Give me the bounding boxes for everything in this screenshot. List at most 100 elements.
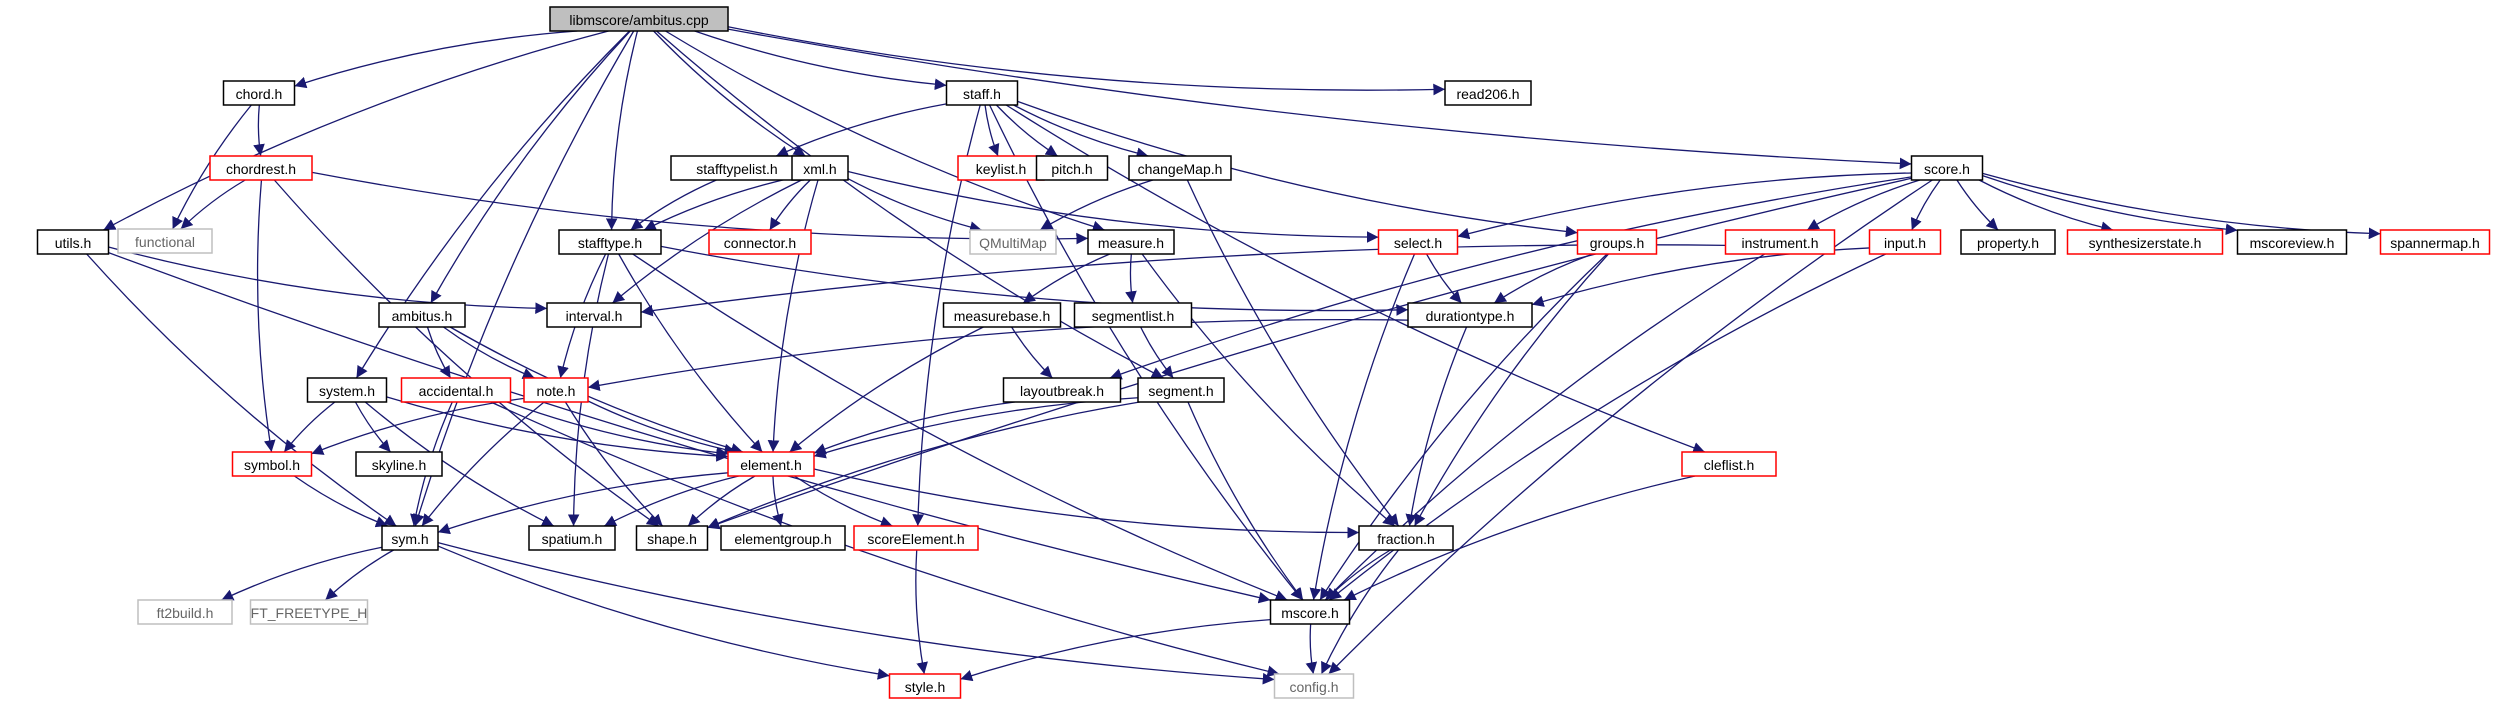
node-label: libmscore/ambitus.cpp (569, 12, 708, 28)
node-style-h[interactable]: style.h (888, 673, 962, 699)
edge-mscore-h-to-style-h (960, 618, 1271, 682)
node-connector-h[interactable]: connector.h (708, 229, 812, 255)
node-cleflist-h[interactable]: cleflist.h (1681, 451, 1777, 477)
node-input-h[interactable]: input.h (1868, 229, 1942, 255)
node-select-h[interactable]: select.h (1377, 229, 1459, 255)
node-box (209, 155, 313, 181)
node-label: utils.h (55, 235, 92, 251)
node-staff-h[interactable]: staff.h (945, 80, 1019, 106)
node-box (381, 525, 439, 551)
edge-score-h-to-mscoreview-h (1982, 174, 2238, 236)
node-scoreelement-h[interactable]: scoreElement.h (853, 525, 979, 551)
edge-ambitus-cpp-to-score-h (727, 28, 1912, 170)
node-chordrest-h[interactable]: chordrest.h (209, 155, 313, 181)
node-score-h[interactable]: score.h (1910, 155, 1984, 181)
edge-changemap-h-to-fraction-h (1186, 179, 1400, 527)
node-stafftypelist-h[interactable]: stafftypelist.h (670, 155, 804, 181)
node-pitch-h[interactable]: pitch.h (1035, 155, 1109, 181)
node-system-h[interactable]: system.h (306, 377, 388, 403)
node-shape-h[interactable]: shape.h (635, 525, 709, 551)
node-label: element.h (740, 457, 801, 473)
node-element-h[interactable]: element.h (727, 451, 815, 477)
node-elementgroup-h[interactable]: elementgroup.h (720, 525, 846, 551)
edge-element-h-to-shape-h (687, 475, 756, 527)
node-label: keylist.h (976, 161, 1027, 177)
edge-xml-h-to-qmultimap (847, 178, 982, 233)
node-box (523, 377, 589, 403)
edge-system-h-to-element-h (386, 396, 729, 462)
node-ft2build-h[interactable]: ft2build.h (137, 599, 233, 625)
edge-ambitus-cpp-to-stafftype-h (605, 30, 639, 231)
edge-stafftypelist-h-to-stafftype-h (630, 179, 717, 231)
node-ambitus-cpp[interactable]: libmscore/ambitus.cpp (549, 6, 729, 32)
node-measurebase-h[interactable]: measurebase.h (942, 302, 1062, 328)
node-synthesizerstate-h[interactable]: synthesizerstate.h (2066, 229, 2224, 255)
node-xml-h[interactable]: xml.h (791, 155, 849, 181)
node-instrument-h[interactable]: instrument.h (1724, 229, 1836, 255)
node-label: xml.h (803, 161, 836, 177)
edge-segmentlist-h-to-segment-h (1140, 326, 1174, 379)
edge-score-h-to-layoutbreak-h (1109, 176, 1912, 380)
node-skyline-h[interactable]: skyline.h (355, 451, 443, 477)
edge-ambitus-cpp-to-segment-h (656, 30, 1164, 379)
node-property-h[interactable]: property.h (1960, 229, 2056, 255)
node-label: segment.h (1148, 383, 1213, 399)
edge-ambitus-cpp-to-sym-h (413, 30, 635, 527)
node-accidental-h[interactable]: accidental.h (400, 377, 512, 403)
edge-scoreelement-h-to-style-h (915, 549, 928, 675)
node-qmultimap[interactable]: QMultiMap (969, 229, 1057, 255)
node-chord-h[interactable]: chord.h (222, 80, 296, 106)
node-label: stafftypelist.h (696, 161, 777, 177)
node-fraction-h[interactable]: fraction.h (1358, 525, 1454, 551)
node-changemap-h[interactable]: changeMap.h (1128, 155, 1232, 181)
node-segmentlist-h[interactable]: segmentlist.h (1073, 302, 1193, 328)
edge-measure-h-to-measurebase-h (1022, 253, 1111, 304)
node-box (1724, 229, 1836, 255)
edge-chordrest-h-to-shape-h (273, 179, 660, 527)
node-spannermap-h[interactable]: spannermap.h (2379, 229, 2491, 255)
node-stafftype-h[interactable]: stafftype.h (558, 229, 662, 255)
node-spatium-h[interactable]: spatium.h (528, 525, 616, 551)
node-box (137, 599, 233, 625)
node-read206-h[interactable]: read206.h (1444, 80, 1532, 106)
node-note-h[interactable]: note.h (523, 377, 589, 403)
node-segment-h[interactable]: segment.h (1137, 377, 1225, 403)
node-label: pitch.h (1051, 161, 1092, 177)
edge-system-h-to-spatium-h (364, 401, 555, 527)
node-label: measurebase.h (954, 308, 1051, 324)
node-measure-h[interactable]: measure.h (1087, 229, 1175, 255)
node-mscoreview-h[interactable]: mscoreview.h (2236, 229, 2348, 255)
node-utils-h[interactable]: utils.h (36, 229, 110, 255)
node-symbol-h[interactable]: symbol.h (231, 451, 313, 477)
node-keylist-h[interactable]: keylist.h (957, 155, 1045, 181)
node-ft-freetype-h[interactable]: FT_FREETYPE_H (249, 599, 369, 625)
edge-chordrest-h-to-functional (180, 179, 246, 230)
node-config-h[interactable]: config.h (1273, 673, 1355, 699)
edge-chordrest-h-to-symbol-h (256, 179, 276, 453)
node-interval-h[interactable]: interval.h (546, 302, 642, 328)
node-layoutbreak-h[interactable]: layoutbreak.h (1002, 377, 1122, 403)
node-label: ambitus.h (392, 308, 453, 324)
node-ambitus-h[interactable]: ambitus.h (378, 302, 466, 328)
node-functional[interactable]: functional (117, 228, 213, 254)
node-durationtype-h[interactable]: durationtype.h (1407, 302, 1533, 328)
node-box (1137, 377, 1225, 403)
node-box (853, 525, 979, 551)
node-sym-h[interactable]: sym.h (381, 525, 439, 551)
node-groups-h[interactable]: groups.h (1576, 229, 1658, 255)
edge-stafftype-h-to-element-h (618, 253, 763, 453)
edge-system-h-to-skyline-h (354, 401, 392, 453)
node-label: layoutbreak.h (1020, 383, 1104, 399)
node-label: FT_FREETYPE_H (251, 605, 368, 621)
edge-sym-h-to-ft2build-h (221, 546, 383, 601)
node-label: mscoreview.h (2250, 235, 2335, 251)
edge-stafftype-h-to-durationtype-h (660, 245, 1409, 316)
edge-sym-h-to-config-h (437, 541, 1275, 685)
edge-staff-h-to-keylist-h (984, 104, 1000, 157)
edge-durationtype-h-to-fraction-h (1405, 326, 1468, 527)
node-mscore-h[interactable]: mscore.h (1269, 599, 1351, 625)
edge-mscore-h-to-config-h (1305, 623, 1318, 675)
edge-utils-h-to-interval-h (108, 246, 548, 315)
node-label: select.h (1394, 235, 1442, 251)
edge-select-h-to-mscore-h (1309, 253, 1416, 601)
